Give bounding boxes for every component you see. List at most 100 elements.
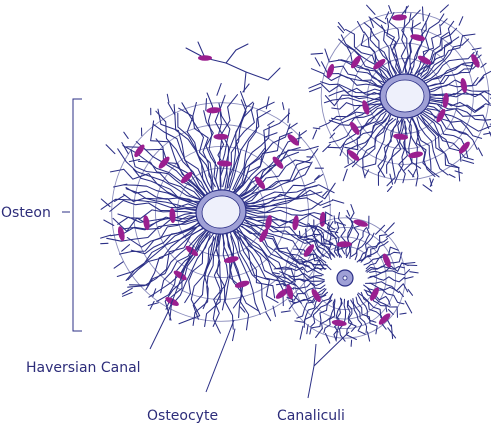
osteocyte-lacuna (158, 156, 170, 169)
canaliculus-branch (152, 288, 157, 298)
canaliculus (333, 298, 343, 342)
osteocyte-lacuna (303, 244, 315, 257)
canaliculus (235, 131, 293, 193)
canaliculus (267, 67, 281, 81)
canaliculus (231, 228, 267, 311)
canaliculus (241, 216, 323, 246)
canaliculus-branch (166, 93, 170, 103)
canaliculus (310, 294, 333, 328)
canaliculus-branch (464, 156, 474, 161)
canaliculus (218, 102, 231, 193)
canaliculus-branch (121, 142, 129, 155)
canaliculus (356, 232, 375, 263)
canaliculus (404, 19, 414, 77)
canaliculus (386, 117, 404, 174)
osteocyte-lacuna (213, 133, 229, 140)
canaliculus-branch (461, 38, 470, 46)
canaliculus-branch (404, 6, 408, 14)
canaliculus (427, 90, 491, 98)
canaliculus (245, 215, 325, 240)
canaliculus-branch (342, 168, 348, 182)
canaliculus (344, 111, 392, 168)
canaliculus-branch (387, 327, 397, 339)
canaliculus-branch (339, 142, 345, 157)
canaliculus (426, 102, 490, 129)
osteocyte-lacuna (234, 280, 250, 288)
canaliculus-branch (287, 108, 290, 124)
canaliculus (178, 235, 217, 325)
canaliculus (112, 215, 198, 232)
canaliculus-branch (299, 130, 307, 137)
osteocyte-lacuna (272, 156, 284, 169)
canaliculus (106, 219, 199, 242)
canaliculus (338, 38, 388, 84)
canaliculus-branch (272, 305, 277, 317)
canaliculus-branch (149, 300, 155, 310)
canaliculus (332, 106, 387, 132)
canaliculus (367, 287, 391, 306)
canaliculus (126, 218, 199, 248)
osteocyte-lacuna (169, 208, 176, 223)
canaliculus (324, 94, 385, 107)
canaliculus-branch (173, 103, 176, 116)
canaliculus (185, 47, 269, 81)
canaliculus (426, 58, 477, 83)
canaliculus-branch (239, 306, 246, 313)
canaliculus-branch (384, 222, 395, 234)
canaliculus-branch (364, 169, 370, 177)
osteocyte-lacuna (265, 215, 272, 230)
canaliculus (354, 226, 371, 261)
canaliculus (346, 115, 390, 164)
canaliculus (367, 275, 406, 283)
canaliculus-branch (335, 331, 338, 341)
osteocyte-lacuna (349, 121, 360, 135)
osteon-lower-right (272, 203, 419, 347)
canaliculus (243, 165, 310, 204)
canaliculus (245, 185, 318, 206)
canaliculus (304, 238, 330, 259)
canaliculus (228, 101, 275, 192)
osteocyte-lacuna (180, 171, 193, 184)
osteocyte-lacuna (292, 215, 299, 231)
canaliculus (416, 31, 449, 78)
canaliculus-branch (421, 6, 424, 22)
canaliculus (334, 297, 343, 333)
canaliculus (130, 149, 202, 201)
canaliculus-branch (384, 11, 390, 20)
canaliculus (222, 231, 234, 330)
canaliculus (420, 20, 455, 77)
osteocyte-lacuna (370, 287, 379, 301)
canaliculus (110, 215, 196, 237)
osteocyte-lacuna (362, 100, 370, 115)
canaliculus (334, 222, 343, 258)
canaliculus-branch (409, 271, 419, 274)
canaliculus-branch (333, 215, 336, 225)
canaliculus-branch (403, 261, 416, 265)
canaliculus (236, 228, 305, 295)
canaliculus-branch (310, 68, 325, 75)
canaliculus-branch (488, 131, 491, 137)
canaliculus (414, 13, 445, 76)
canaliculus (320, 81, 385, 94)
canaliculus (309, 299, 333, 335)
canaliculus (346, 45, 386, 84)
osteocyte-lacuna (254, 176, 266, 190)
canaliculus-branch (350, 339, 353, 347)
canaliculus-branch (275, 283, 285, 286)
canaliculus (323, 300, 336, 334)
canaliculus (160, 228, 210, 294)
canaliculus-branch (313, 174, 320, 181)
canaliculus-branch (374, 16, 387, 25)
canaliculus (368, 16, 397, 76)
canaliculus (409, 12, 431, 76)
canaliculus (403, 120, 413, 171)
canaliculus (330, 102, 385, 121)
canaliculus (427, 97, 485, 113)
canaliculus (360, 241, 389, 263)
canaliculus (323, 96, 381, 104)
canaliculus-branch (265, 96, 270, 110)
canaliculus (401, 12, 412, 74)
canaliculus (422, 107, 469, 136)
canaliculus (233, 125, 270, 191)
osteocyte-lacuna (471, 53, 480, 68)
